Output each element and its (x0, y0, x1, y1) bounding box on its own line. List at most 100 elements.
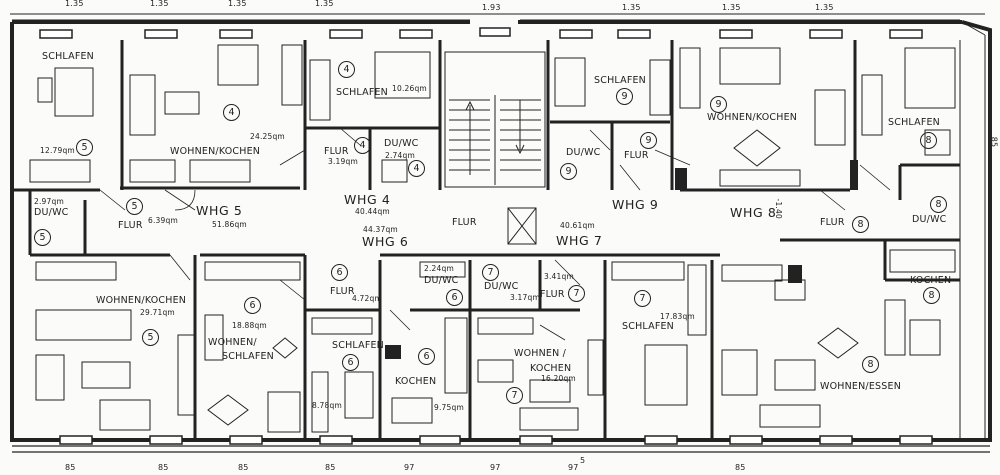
room-number: 7 (568, 285, 585, 302)
structural-posts (385, 160, 858, 359)
room-label: SCHLAFEN (622, 321, 674, 332)
room-area: 3.17qm (510, 293, 540, 302)
room-area: 3.19qm (328, 157, 358, 166)
room-label: DU/WC (424, 275, 459, 286)
dim-bottom-2: 85 (158, 463, 169, 472)
furniture (29, 44, 956, 433)
unit-label-whg9: WHG 9 (612, 197, 659, 212)
unit-label-whg6: WHG 6 (362, 234, 409, 249)
dim-top-4: 1.35 (315, 0, 334, 8)
room-label: DU/WC (34, 207, 69, 218)
main-hall-label: FLUR (452, 217, 477, 228)
room-number: 6 (446, 289, 463, 306)
dim-bottom-6: 97 (490, 463, 501, 472)
dim-top-1: 1.35 (65, 0, 84, 8)
room-label: KOCHEN (530, 363, 572, 374)
room-number: 4 (408, 160, 425, 177)
dim-bottom-3: 85 (238, 463, 249, 472)
room-number: 8 (930, 196, 947, 213)
room-number: 7 (634, 290, 651, 307)
room-label: WOHNEN/KOCHEN (170, 146, 261, 157)
room-number: 8 (862, 356, 879, 373)
unit-label-whg7: WHG 7 (556, 233, 603, 248)
room-label: SCHLAFEN (888, 117, 940, 128)
room-label: SCHLAFEN (222, 351, 274, 362)
room-area: 18.88qm (232, 321, 267, 330)
dim-top-3: 1.35 (228, 0, 247, 8)
dim-top-8: 1.35 (815, 3, 834, 12)
room-area: 2.74qm (385, 151, 415, 160)
room-label: WOHNEN/ESSEN (820, 381, 902, 392)
room-number: 6 (418, 348, 435, 365)
exterior-walls (10, 20, 992, 442)
room-label: DU/WC (566, 147, 601, 158)
room-label: FLUR (624, 150, 649, 161)
room-area: 10.26qm (392, 84, 427, 93)
dim-bottom-7: 97 (568, 463, 579, 472)
interior-walls (12, 40, 960, 440)
room-number: 6 (342, 354, 359, 371)
room-number: 8 (920, 132, 937, 149)
room-number: 9 (640, 132, 657, 149)
room-label: KOCHEN (395, 376, 437, 387)
room-label: DU/WC (384, 138, 419, 149)
room-number: 9 (710, 96, 727, 113)
unit-area-whg6: 44.37qm (363, 225, 398, 234)
room-number: 5 (34, 229, 51, 246)
room-area: 16.20qm (541, 374, 576, 383)
room-label: DU/WC (912, 214, 947, 225)
room-label: DU/WC (484, 281, 519, 292)
roof-edge-right (959, 21, 986, 440)
room-area: 3.41qm (544, 272, 574, 281)
room-area: 6.39qm (148, 216, 178, 225)
windows-bottom (59, 435, 933, 445)
exterior-wall-bottom (12, 445, 990, 453)
dim-bottom-1: 85 (65, 463, 76, 472)
room-number: 8 (923, 287, 940, 304)
room-number: 6 (244, 297, 261, 314)
unit-label-whg4: WHG 4 (344, 192, 391, 207)
room-label: WOHNEN/KOCHEN (96, 295, 187, 306)
dim-side: 85 (989, 136, 999, 148)
room-number: 7 (482, 264, 499, 281)
room-number: 4 (223, 104, 240, 121)
room-number: 9 (560, 163, 577, 180)
staircase (444, 51, 546, 188)
room-number: 9 (616, 88, 633, 105)
room-label: SCHLAFEN (42, 51, 94, 62)
room-area: 4.72qm (352, 294, 382, 303)
room-number: 5 (142, 329, 159, 346)
room-label: FLUR (540, 289, 565, 300)
room-label: FLUR (324, 146, 349, 157)
room-label: WOHNEN/KOCHEN (707, 112, 798, 123)
room-label: FLUR (330, 286, 355, 297)
dim-bottom-4: 85 (325, 463, 336, 472)
room-area: 2.97qm (34, 197, 64, 206)
shaft (507, 207, 537, 245)
room-label: FLUR (820, 217, 845, 228)
dim-top-2: 1.35 (150, 0, 169, 8)
room-label: SCHLAFEN (336, 87, 388, 98)
room-number: 4 (338, 61, 355, 78)
room-label: KOCHEN (910, 275, 952, 286)
room-area: 9.75qm (434, 403, 464, 412)
windows-top (39, 27, 923, 39)
dim-bottom-8: 5 (580, 456, 586, 465)
unit-area-whg5: 51.86qm (212, 220, 247, 229)
dim-top-5: 1.93 (482, 3, 501, 12)
room-label: WOHNEN/ (208, 337, 257, 348)
room-label: WOHNEN / (514, 348, 567, 359)
room-label: SCHLAFEN (332, 340, 384, 351)
room-area: 12.79qm (40, 146, 75, 155)
room-number: 5 (76, 139, 93, 156)
dim-top-6: 1.35 (622, 3, 641, 12)
room-area: 17.83qm (660, 312, 695, 321)
room-area: 29.71qm (140, 308, 175, 317)
room-label: FLUR (118, 220, 143, 231)
dim-bottom-5: 97 (404, 463, 415, 472)
room-number: 8 (852, 216, 869, 233)
unit-area-whg7: 40.61qm (560, 221, 595, 230)
unit-label-whg8: WHG 8 (730, 205, 777, 220)
dim-bottom-9: 85 (735, 463, 746, 472)
